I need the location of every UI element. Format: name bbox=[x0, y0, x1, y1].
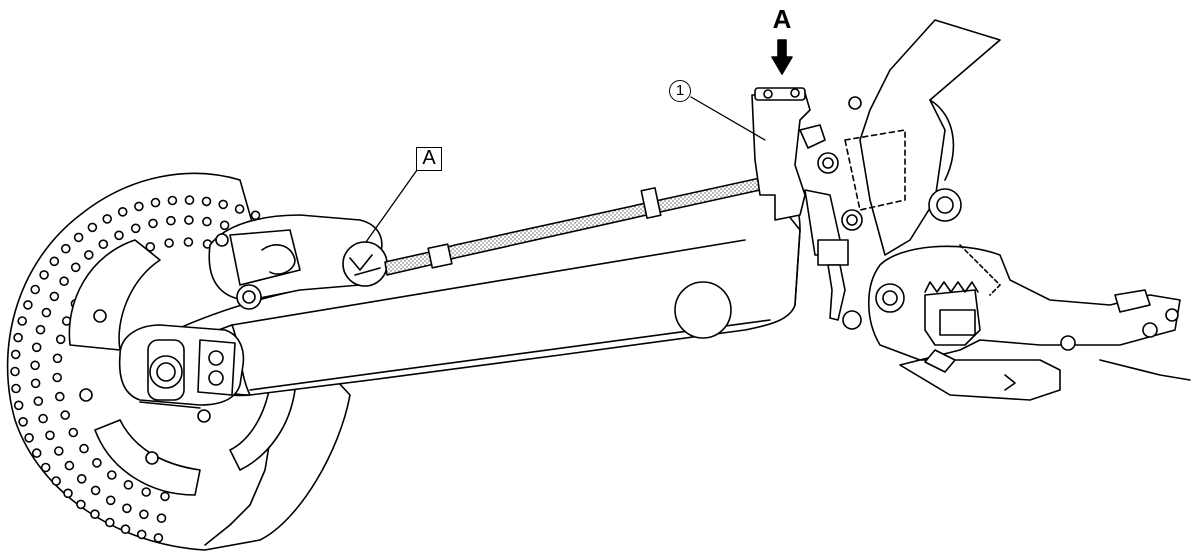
disc-hole bbox=[153, 533, 164, 543]
disc-hole bbox=[114, 230, 124, 241]
disc-hole bbox=[31, 342, 42, 353]
disc-hole bbox=[156, 513, 167, 524]
disc-hole bbox=[234, 204, 245, 214]
disc-hole bbox=[52, 372, 63, 383]
disc-hole bbox=[139, 509, 149, 520]
disc-hole bbox=[184, 215, 194, 225]
disc-hole bbox=[130, 223, 141, 234]
disc-hole bbox=[167, 195, 178, 206]
disc-hole bbox=[73, 232, 84, 243]
disc-hole bbox=[90, 509, 100, 520]
disc-cutout bbox=[68, 239, 161, 351]
disc-hole bbox=[141, 487, 151, 497]
disc-hole bbox=[35, 324, 46, 335]
disc-hole bbox=[49, 256, 60, 267]
disc-hole bbox=[150, 197, 161, 208]
disc-hole bbox=[79, 443, 89, 454]
disc-hole bbox=[52, 353, 63, 364]
disc-hole bbox=[55, 334, 66, 345]
disc-hole bbox=[23, 300, 33, 310]
disc-hole bbox=[184, 195, 195, 205]
disc-hole bbox=[61, 243, 71, 254]
disc-hole bbox=[30, 378, 41, 389]
disc-hole bbox=[136, 529, 147, 540]
disc-hole bbox=[45, 430, 55, 441]
part-number-1: 1 bbox=[669, 80, 691, 102]
disc-hole bbox=[122, 503, 132, 514]
swingarm-hole bbox=[674, 281, 732, 339]
disc-hole bbox=[41, 307, 52, 318]
view-label-a: A bbox=[772, 4, 792, 34]
disc-hole bbox=[63, 488, 73, 499]
disc-hole bbox=[40, 462, 51, 473]
disc-hole bbox=[30, 360, 40, 371]
disc-hole bbox=[166, 215, 176, 226]
disc-hole bbox=[105, 495, 116, 506]
brake-pedal bbox=[867, 244, 1191, 401]
detail-label-a: A bbox=[416, 147, 442, 171]
disc-hole bbox=[164, 238, 174, 248]
disc-hole bbox=[53, 446, 64, 456]
disc-hole bbox=[76, 499, 86, 510]
disc-hole bbox=[13, 332, 23, 343]
disc-hole bbox=[33, 396, 44, 407]
rear-axle bbox=[118, 324, 245, 409]
disc-hole bbox=[59, 276, 69, 287]
disc-hole bbox=[148, 218, 158, 229]
disc-hole bbox=[39, 270, 49, 280]
disc-hole bbox=[107, 470, 117, 480]
disc-hole bbox=[13, 400, 24, 411]
disc-hole bbox=[30, 284, 41, 295]
disc-hole bbox=[117, 207, 128, 217]
view-arrow bbox=[771, 39, 793, 75]
disc-hole bbox=[123, 479, 134, 490]
disc-hole bbox=[90, 485, 101, 496]
disc-hole bbox=[201, 196, 212, 207]
disc-hole bbox=[54, 391, 65, 402]
disc-hole bbox=[105, 517, 115, 528]
disc-hole bbox=[145, 242, 156, 252]
disc-hole bbox=[92, 457, 102, 468]
disc-hole bbox=[17, 316, 28, 326]
disc-hole bbox=[11, 383, 21, 394]
disc-hole bbox=[134, 201, 144, 212]
disc-hole bbox=[31, 448, 42, 458]
disc-hole bbox=[68, 427, 79, 438]
disc-hole bbox=[87, 222, 98, 233]
frame bbox=[844, 19, 1001, 256]
disc-hole bbox=[10, 366, 20, 377]
disc-hole bbox=[38, 413, 48, 424]
brake-caliper bbox=[208, 169, 418, 310]
disc-hole bbox=[120, 524, 131, 535]
disc-hole bbox=[218, 199, 228, 210]
disc-hole bbox=[51, 476, 62, 486]
disc-hole bbox=[64, 460, 75, 471]
disc-hole bbox=[24, 432, 34, 443]
disc-hole bbox=[160, 491, 170, 502]
brake-master-cylinder bbox=[690, 87, 863, 330]
disc-hole bbox=[49, 291, 60, 302]
disc-hole bbox=[102, 214, 112, 224]
disc-hole bbox=[18, 416, 28, 427]
disc-hole bbox=[250, 210, 261, 221]
disc-hole bbox=[183, 237, 194, 247]
brake-hose bbox=[384, 177, 761, 276]
disc-hole bbox=[76, 473, 87, 484]
disc-hole bbox=[60, 410, 70, 420]
disc-hole bbox=[219, 220, 230, 231]
disc-hole bbox=[10, 349, 21, 360]
disc-hole bbox=[202, 216, 212, 227]
disc-hole bbox=[70, 262, 81, 273]
disc-hole bbox=[84, 250, 94, 260]
disc-hole bbox=[98, 239, 109, 249]
